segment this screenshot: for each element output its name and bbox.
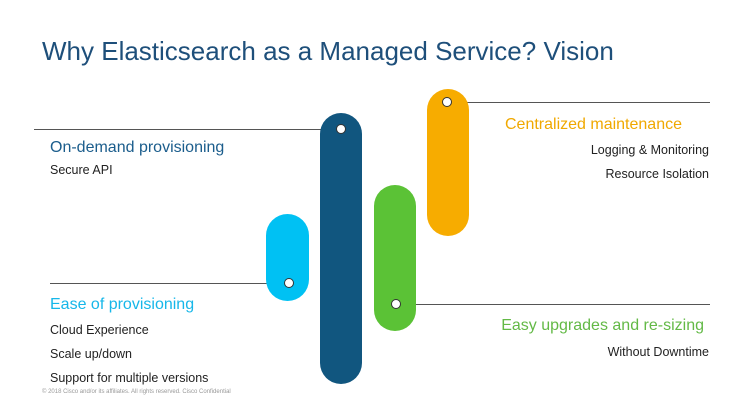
upgrades-heading: Easy upgrades and re-sizing xyxy=(501,317,704,334)
connector-line-ease xyxy=(50,283,290,284)
marker-dot-ease xyxy=(284,278,294,288)
connector-line-upgrades xyxy=(396,304,710,305)
centralized-item: Resource Isolation xyxy=(605,167,709,181)
footer-copyright: © 2018 Cisco and/or its affiliates. All … xyxy=(42,389,231,395)
ease-item: Scale up/down xyxy=(50,347,133,361)
green-bar xyxy=(374,185,416,331)
centralized-item: Logging & Monitoring xyxy=(590,143,709,157)
on-demand-heading: On-demand provisioning xyxy=(50,139,225,156)
navy-bar xyxy=(320,113,362,384)
ease-heading: Ease of provisioning xyxy=(50,296,195,313)
upgrades-item: Without Downtime xyxy=(607,345,709,359)
centralized-heading: Centralized maintenance xyxy=(505,116,682,133)
on-demand-item: Secure API xyxy=(50,163,113,177)
orange-bar xyxy=(427,89,469,236)
connector-line-centralized xyxy=(447,102,710,103)
connector-line-on-demand xyxy=(34,129,342,130)
marker-dot-upgrades xyxy=(391,299,401,309)
marker-dot-centralized xyxy=(442,97,452,107)
marker-dot-on-demand xyxy=(336,124,346,134)
ease-item: Support for multiple versions xyxy=(50,371,209,385)
ease-item: Cloud Experience xyxy=(50,323,149,337)
slide-title: Why Elasticsearch as a Managed Service? … xyxy=(42,36,614,66)
